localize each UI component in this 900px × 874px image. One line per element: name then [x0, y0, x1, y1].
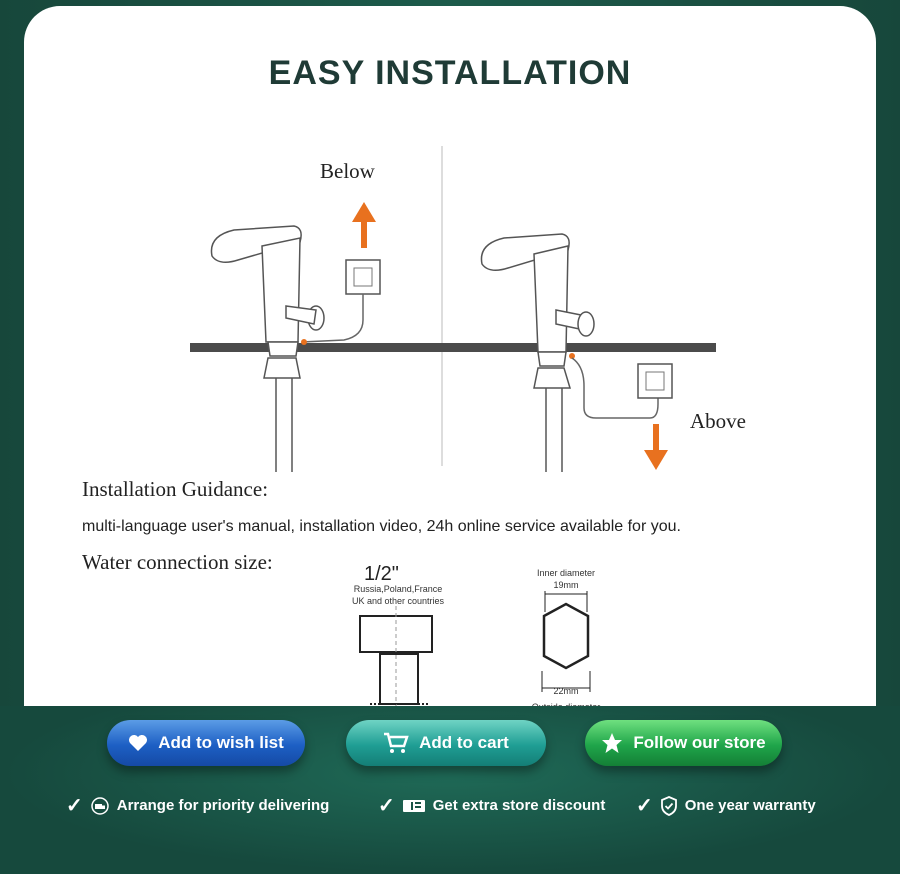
below-label: Below	[320, 159, 375, 183]
half-inch-label: 1/2"	[364, 563, 399, 585]
installation-guidance-heading: Installation Guidance:	[82, 477, 269, 501]
installation-diagram	[190, 146, 716, 716]
outer-mm-label: 22mm	[553, 686, 579, 696]
inner-diameter-label: Inner diameter	[536, 568, 596, 578]
shield-icon	[660, 795, 677, 816]
hexagon-diagram	[541, 591, 591, 692]
cart-button-label: Add to cart	[419, 733, 509, 752]
follow-button-label: Follow our store	[633, 733, 766, 752]
right-faucet	[480, 233, 595, 472]
feature-warranty: ✓ One year warranty	[636, 793, 816, 818]
left-connector-dot	[301, 339, 307, 345]
right-connector-dot	[569, 353, 575, 359]
heart-icon	[129, 735, 148, 751]
feature-label-discount: Get extra store discount	[432, 797, 606, 814]
above-label: Above	[690, 409, 746, 433]
check-icon: ✓	[636, 795, 653, 817]
check-icon: ✓	[66, 795, 83, 817]
installation-card: EASY INSTALLATION	[24, 6, 876, 766]
delivery-icon	[91, 796, 109, 815]
arrow-down-icon	[644, 424, 668, 470]
countertop	[190, 343, 716, 352]
feature-label-delivery: Arrange for priority delivering	[116, 797, 330, 814]
star-icon	[602, 733, 623, 753]
countries-line-1: Russia,Poland,France	[353, 584, 443, 594]
arrow-up-icon	[352, 202, 376, 248]
check-icon: ✓	[378, 795, 395, 817]
left-faucet	[210, 225, 325, 472]
cart-icon	[384, 732, 409, 753]
feature-store-discount: ✓ Get extra store discount	[378, 793, 605, 818]
inner-mm-label: 19mm	[553, 580, 579, 590]
feature-label-warranty: One year warranty	[684, 797, 816, 814]
half-inch-fitting	[359, 606, 433, 716]
add-to-cart-button[interactable]: Add to cart	[346, 720, 546, 766]
follow-store-button[interactable]: Follow our store	[585, 720, 782, 766]
feature-priority-delivery: ✓ Arrange for priority delivering	[66, 793, 329, 818]
installation-guidance-text: multi-language user's manual, installati…	[82, 518, 681, 535]
page-title: EASY INSTALLATION	[268, 54, 632, 92]
discount-icon	[402, 799, 425, 812]
water-connection-heading: Water connection size:	[82, 550, 273, 574]
countries-line-2: UK and other countries	[351, 596, 445, 606]
add-to-wish-list-button[interactable]: Add to wish list	[107, 720, 305, 766]
wish-button-label: Add to wish list	[158, 733, 284, 752]
